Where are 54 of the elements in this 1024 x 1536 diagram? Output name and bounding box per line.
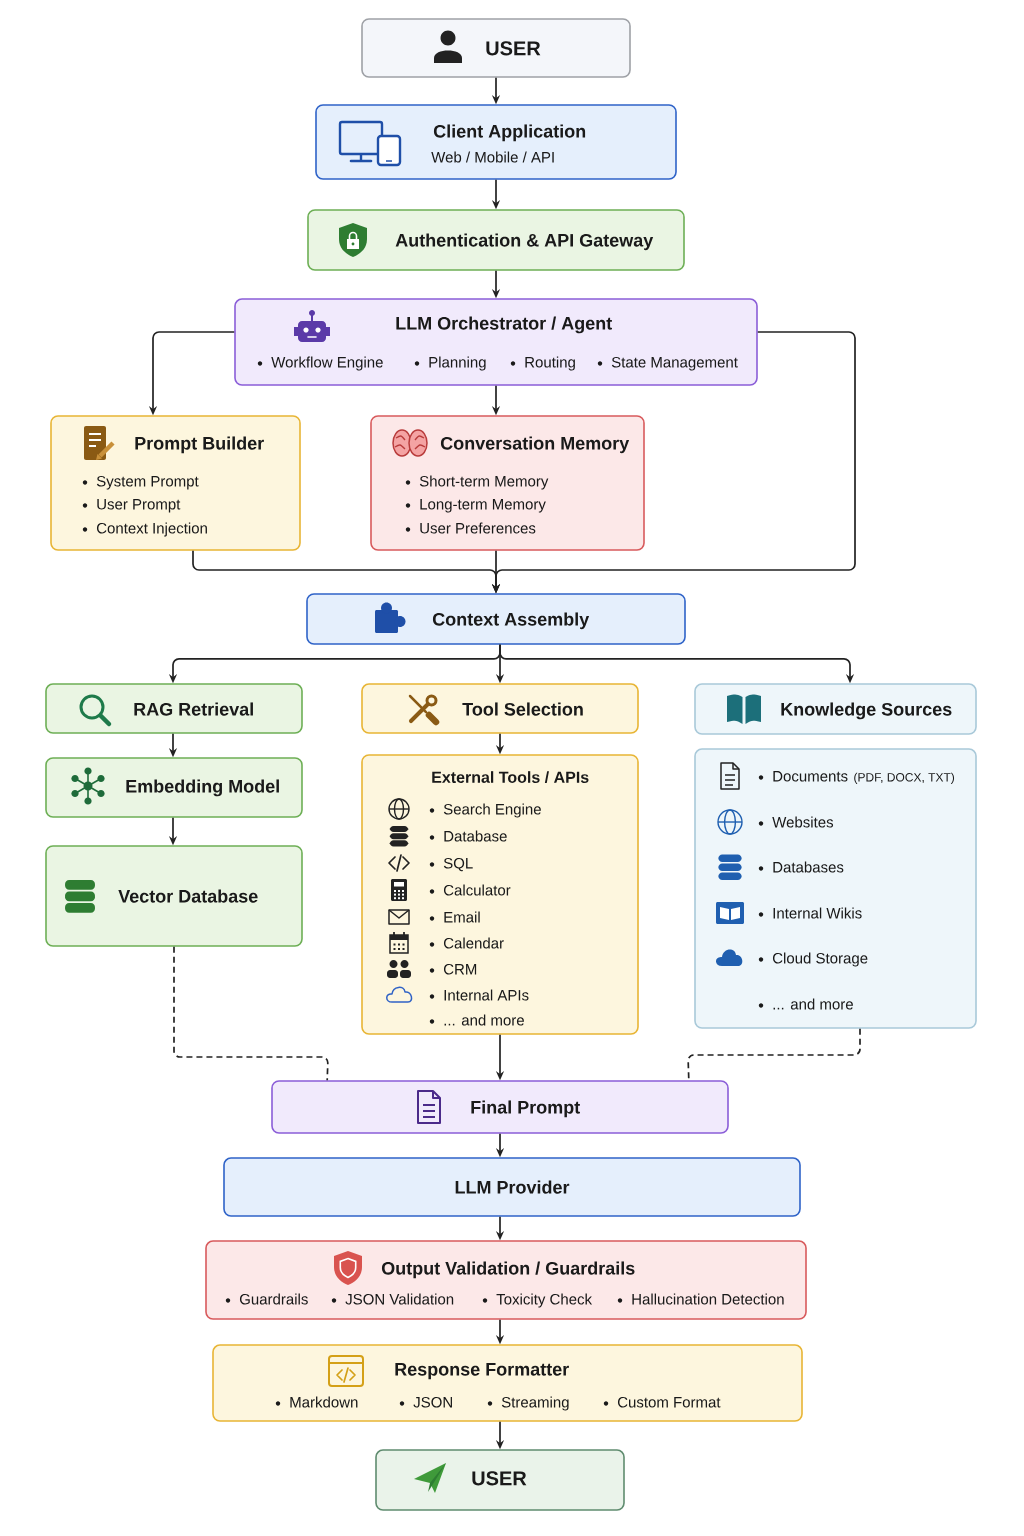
- box-title: Client Application: [433, 124, 586, 142]
- list-item: Databases: [758, 861, 844, 873]
- process-box: Tool Selection: [361, 683, 639, 734]
- list-item: User Preferences: [405, 522, 536, 534]
- process-box: Authentication & API Gateway: [307, 209, 685, 271]
- list-item: Internal Wikis: [758, 907, 862, 919]
- box-title: Prompt Builder: [135, 436, 264, 454]
- list-item: Short-term Memory: [405, 475, 549, 490]
- process-box: USER: [375, 1449, 625, 1511]
- list-item: System Prompt: [82, 475, 199, 490]
- process-box: Context Assembly: [306, 593, 686, 645]
- box-title: Response Formatter: [395, 1363, 569, 1380]
- list-item: Streaming: [487, 1396, 569, 1411]
- list-item: State Management: [597, 356, 738, 371]
- process-box: Knowledge Sources: [694, 683, 977, 735]
- list-item: Email: [429, 911, 480, 923]
- format-note: (PDF, DOCX, TXT): [854, 772, 955, 784]
- list-item: Calculator: [429, 884, 511, 896]
- list-item: JSON Validation: [331, 1293, 454, 1305]
- process-box: Vector Database: [45, 845, 303, 947]
- list-item: Database: [429, 830, 507, 842]
- list-item: Context Injection: [82, 522, 207, 537]
- list-item: JSON: [399, 1396, 452, 1408]
- process-box: RAG Retrieval: [45, 683, 303, 734]
- list-item: Documents: [758, 771, 848, 782]
- process-box: USER: [361, 18, 631, 78]
- subtitle: Web / Mobile / API: [431, 151, 554, 163]
- list-item: Custom Format: [603, 1396, 721, 1408]
- list-item: Cloud Storage: [758, 952, 868, 967]
- process-box: Final Prompt: [271, 1080, 729, 1134]
- list-item: Planning: [414, 356, 486, 371]
- list-item: Workflow Engine: [257, 356, 383, 371]
- list-item: Guardrails: [225, 1293, 308, 1305]
- box-title: Conversation Memory: [440, 436, 630, 454]
- list-item: ... and more: [429, 1014, 524, 1026]
- process-box: Embedding Model: [45, 757, 303, 818]
- list-item: Internal APIs: [429, 989, 529, 1001]
- box-title: LLM Orchestrator / Agent: [396, 316, 612, 334]
- list-item: SQL: [429, 857, 473, 872]
- list-item: Hallucination Detection: [617, 1293, 784, 1305]
- list-item: Websites: [758, 816, 834, 828]
- box-title: Output Validation / Guardrails: [381, 1261, 635, 1279]
- list-item: Toxicity Check: [482, 1293, 593, 1308]
- list-item: User Prompt: [82, 499, 181, 513]
- list-item: CRM: [429, 963, 477, 975]
- list-item: ... and more: [758, 998, 853, 1010]
- list-item: Routing: [510, 356, 575, 371]
- list-item: Calendar: [429, 937, 504, 949]
- connector-line: [173, 945, 329, 1082]
- process-box: LLM Provider: [223, 1157, 801, 1217]
- list-item: Long-term Memory: [405, 499, 546, 513]
- list-item: Search Engine: [429, 803, 541, 818]
- list-item: Markdown: [275, 1396, 358, 1408]
- box-title: External Tools / APIs: [432, 771, 589, 784]
